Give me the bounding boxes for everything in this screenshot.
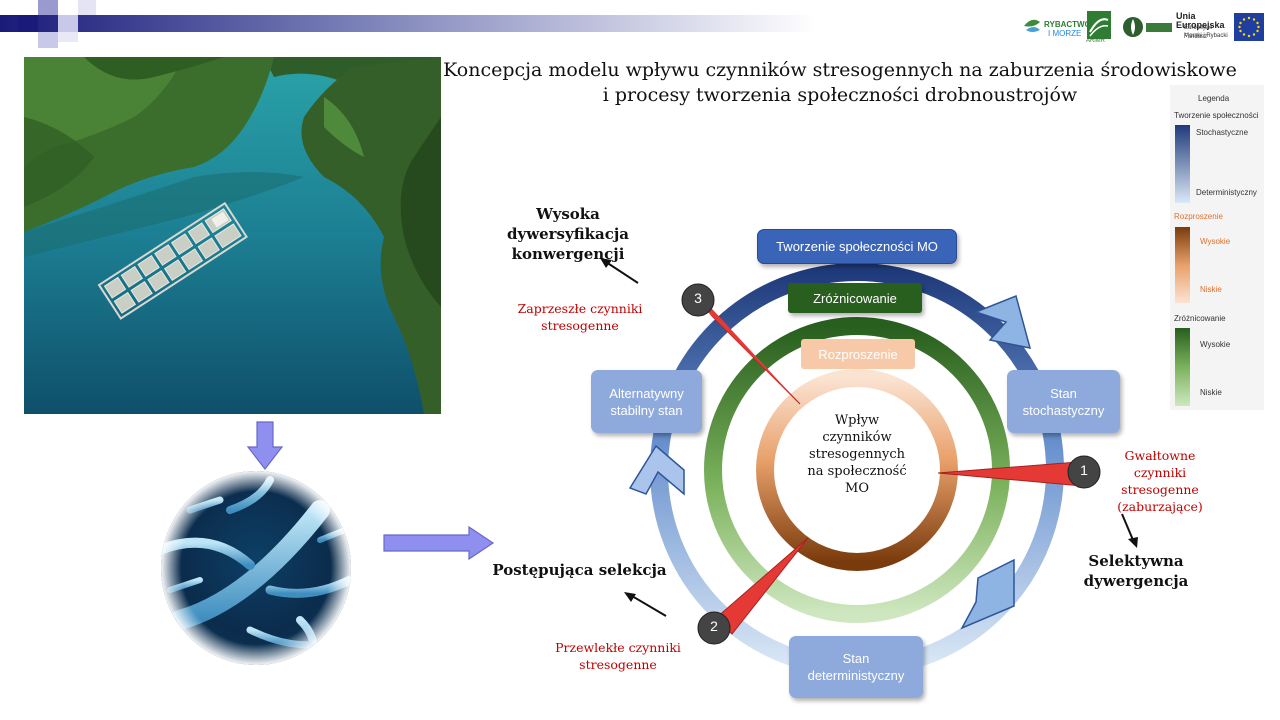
pointer-1 bbox=[937, 461, 1083, 487]
legend-g2-bar bbox=[1175, 227, 1190, 303]
aquaculture-photo bbox=[24, 57, 441, 414]
center-line-1: Wpływ bbox=[834, 413, 880, 428]
label2-line-1: Przewlekłe czynniki bbox=[555, 640, 681, 655]
fish-farm-cages bbox=[97, 201, 248, 320]
legend-panel: Legenda Tworzenie społeczności Stochasty… bbox=[1170, 85, 1264, 410]
stochastyczny-line-1: Stan bbox=[1050, 385, 1077, 401]
alternatywny-line-1: Alternatywny bbox=[609, 385, 684, 401]
ue-title: Unia Europejska bbox=[1176, 11, 1225, 30]
bacteria-image bbox=[160, 470, 352, 666]
arimr-logo: ARiMR bbox=[1086, 10, 1112, 44]
legend-g1-low: Deterministyczny bbox=[1196, 188, 1257, 197]
deterministyczny-line-1: Stan bbox=[842, 651, 870, 666]
stress-pointers bbox=[681, 283, 1101, 645]
outcome3-line-2: konwergencji bbox=[511, 245, 625, 263]
label1-line-1: Gwałtowne bbox=[1124, 448, 1196, 463]
center-line-2: czynników bbox=[822, 430, 892, 445]
outcome1-line-2: dywergencja bbox=[1083, 572, 1189, 590]
eu-flag-icon bbox=[1234, 13, 1264, 41]
arrow-down-icon bbox=[246, 421, 284, 470]
marker-3-circle bbox=[681, 283, 715, 317]
box-stan-deterministyczny: Stan deterministyczny bbox=[789, 636, 923, 698]
title-line-1: Koncepcja modelu wpływu czynników streso… bbox=[443, 59, 1237, 81]
fish-icon bbox=[1024, 19, 1040, 32]
chevron-right-top-icon bbox=[973, 294, 1032, 349]
box-zroznicowanie: Zróżnicowanie bbox=[788, 283, 922, 313]
legend-title: Legenda bbox=[1198, 94, 1230, 103]
legend-g2-high: Wysokie bbox=[1200, 237, 1231, 246]
label1-line-2: czynniki bbox=[1133, 465, 1187, 480]
legend-g3-high: Wysokie bbox=[1200, 340, 1231, 349]
box-alternatywny: Alternatywny stabilny stan bbox=[591, 370, 702, 433]
outcome-wysoka: Wysoka dywersyfikacja konwergencji bbox=[478, 204, 658, 264]
box-stan-stochastyczny: Stan stochastyczny bbox=[1007, 370, 1120, 433]
stochastyczny-line-2: stochastyczny bbox=[1022, 402, 1105, 418]
ministry-emblem-icon bbox=[1123, 17, 1172, 37]
marker-3-label: 3 bbox=[694, 290, 702, 306]
label-przewlekle: Przewlekłe czynniki stresogenne bbox=[538, 639, 698, 673]
header-bar bbox=[0, 0, 1280, 48]
ue-line3: Morski i Rybacki bbox=[1184, 33, 1228, 39]
arimr-text: ARiMR bbox=[1086, 38, 1105, 44]
center-line-3: stresogennych bbox=[808, 447, 906, 462]
bacteria-micrograph-image bbox=[161, 471, 351, 665]
inner-ring bbox=[756, 369, 958, 571]
chevron-up-left-icon bbox=[628, 444, 685, 496]
label1-line-4: (zaburzające) bbox=[1117, 499, 1203, 514]
outcome-postepujaca: Postępująca selekcja bbox=[492, 561, 667, 579]
legend-g1-bar bbox=[1175, 125, 1190, 203]
marker-1-label: 1 bbox=[1080, 462, 1088, 478]
arrow-right-icon bbox=[383, 525, 495, 561]
label3-line-2: stresogenne bbox=[541, 318, 619, 333]
center-line-5: MO bbox=[845, 481, 869, 496]
legend-g2-low: Niskie bbox=[1200, 285, 1222, 294]
center-text: Wpływ czynników stresogennych na społecz… bbox=[795, 412, 919, 497]
ue-text-block: Unia Europejska Europejski Fundusz Morsk… bbox=[1176, 10, 1232, 44]
box-rozproszenie: Rozproszenie bbox=[801, 339, 915, 369]
legend-g3-bar bbox=[1175, 328, 1190, 406]
marker-2-label: 2 bbox=[710, 618, 718, 634]
outcome3-line-1: Wysoka dywersyfikacja bbox=[506, 205, 630, 243]
arimr-emblem-icon bbox=[1087, 11, 1111, 39]
fjord-fish-farm-image bbox=[24, 57, 441, 414]
arrow-down-right-icon bbox=[1121, 513, 1138, 548]
label2-line-2: stresogenne bbox=[579, 657, 657, 672]
pointer-2 bbox=[715, 537, 809, 635]
center-line-4: na społeczność bbox=[807, 464, 907, 479]
legend-g1-title: Tworzenie społeczności bbox=[1174, 111, 1259, 120]
slide-title: Koncepcja modelu wpływu czynników streso… bbox=[430, 58, 1250, 108]
arrow-left-icon bbox=[624, 592, 667, 617]
label-zaprzeszle: Zaprzeszłe czynniki stresogenne bbox=[510, 300, 650, 334]
marker-2-circle bbox=[697, 611, 731, 645]
label3-line-1: Zaprzeszłe czynniki bbox=[517, 301, 643, 316]
outcome1-line-1: Selektywna bbox=[1088, 552, 1184, 570]
label1-line-3: stresogenne bbox=[1121, 482, 1199, 497]
arrow-upleft-icon bbox=[600, 258, 639, 284]
morze-text: I MORZE bbox=[1048, 29, 1082, 38]
outcome-selektywna: Selektywna dywergencja bbox=[1076, 551, 1196, 591]
ue-line2: Europejski Fundusz bbox=[1184, 25, 1213, 40]
title-line-2: i procesy tworzenia społeczności drobnou… bbox=[602, 84, 1078, 106]
legend-g3-low: Niskie bbox=[1200, 388, 1222, 397]
eu-flag bbox=[1234, 13, 1264, 41]
legend-g2-title: Rozproszenie bbox=[1174, 212, 1223, 221]
ministry-logo bbox=[1122, 10, 1174, 44]
alternatywny-line-2: stabilny stan bbox=[610, 402, 683, 418]
label-gwaltowne: Gwałtowne czynniki stresogenne (zaburzaj… bbox=[1105, 447, 1215, 515]
rybactwo-logo: RYBACTWO I MORZE bbox=[1022, 10, 1091, 44]
header-gradient bbox=[0, 0, 1020, 48]
box-tworzenie: Tworzenie społeczności MO bbox=[757, 229, 957, 264]
legend-g3-title: Zróżnicowanie bbox=[1174, 314, 1226, 323]
legend-g1-high: Stochastyczne bbox=[1196, 128, 1249, 137]
deterministyczny-line-2: deterministyczny bbox=[807, 668, 905, 683]
rybactwo-text: RYBACTWO bbox=[1044, 20, 1091, 29]
marker-1-circle bbox=[1067, 455, 1101, 489]
chevron-right-bottom-icon bbox=[960, 558, 1015, 630]
